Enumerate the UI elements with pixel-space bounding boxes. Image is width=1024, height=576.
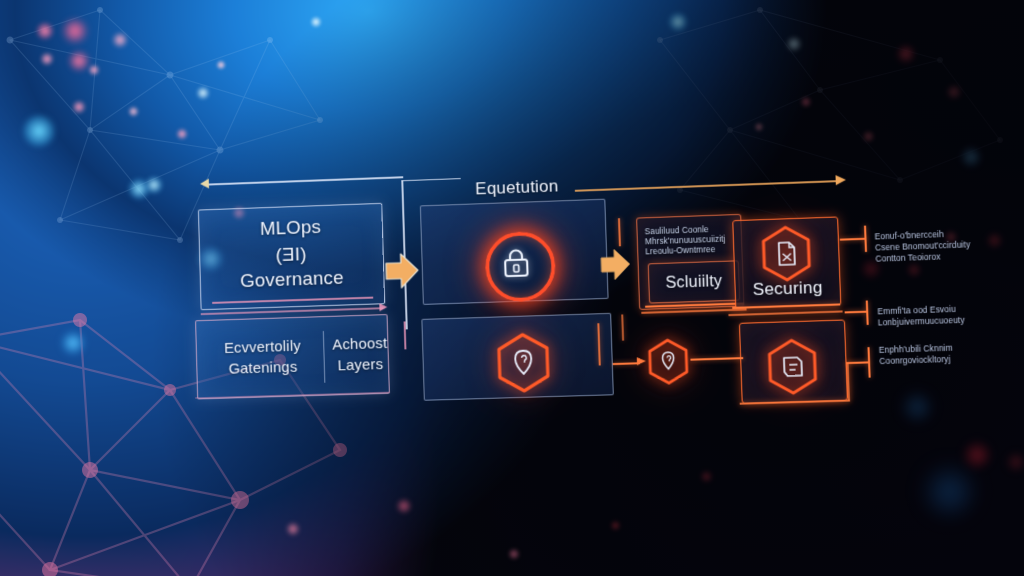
- governance-underline-arrowhead: [379, 303, 388, 312]
- flow-arrow-2-icon: [599, 246, 632, 283]
- top-flow-line-far-right: [574, 180, 840, 192]
- top-flow-line-left: [206, 176, 404, 186]
- cluster-left-rail: [617, 218, 621, 247]
- securing-underline-2: [728, 310, 843, 316]
- mid-shield-hexagon-icon: [643, 336, 693, 388]
- annotation-tick-2: [865, 300, 869, 325]
- annotation-tick-3: [867, 347, 871, 378]
- top-flow-arrowhead-left: [200, 178, 210, 189]
- mid-node-inbound-arrowhead: [636, 357, 647, 366]
- cluster-inner-label: Scluiilty: [665, 272, 723, 292]
- shield-hexagon-icon: [491, 331, 555, 399]
- top-flow-label: Equetution: [475, 176, 559, 199]
- archive-hexagon-icon: [762, 336, 823, 399]
- layers-right-line-2: Layers: [337, 356, 384, 375]
- layers-left-line-2: Gatenings: [228, 358, 298, 378]
- annotation-3-line-2: Coonrgoviockltoryj: [879, 354, 951, 367]
- securing-label: Securing: [752, 277, 823, 300]
- layers-right-line-1: Achoost: [332, 334, 388, 354]
- top-flow-arrowhead-right: [835, 174, 847, 186]
- cluster-bottom-rail: [621, 314, 624, 341]
- annotation-rail-1: [839, 237, 867, 241]
- flow-arrow-1-icon: [384, 249, 421, 292]
- annotation-rail-3: [846, 361, 870, 364]
- padlock-icon: [504, 249, 529, 278]
- annotation-rail-2: [844, 310, 868, 313]
- mid-node-inbound-line: [612, 362, 640, 365]
- diagram-overlay: Equetution MLOps (ƎI) Governance Ecvvert…: [4, 0, 1024, 576]
- document-hexagon-icon: [756, 223, 817, 286]
- archive-right-rail: [846, 362, 850, 401]
- mid-node-outbound-line: [690, 357, 744, 361]
